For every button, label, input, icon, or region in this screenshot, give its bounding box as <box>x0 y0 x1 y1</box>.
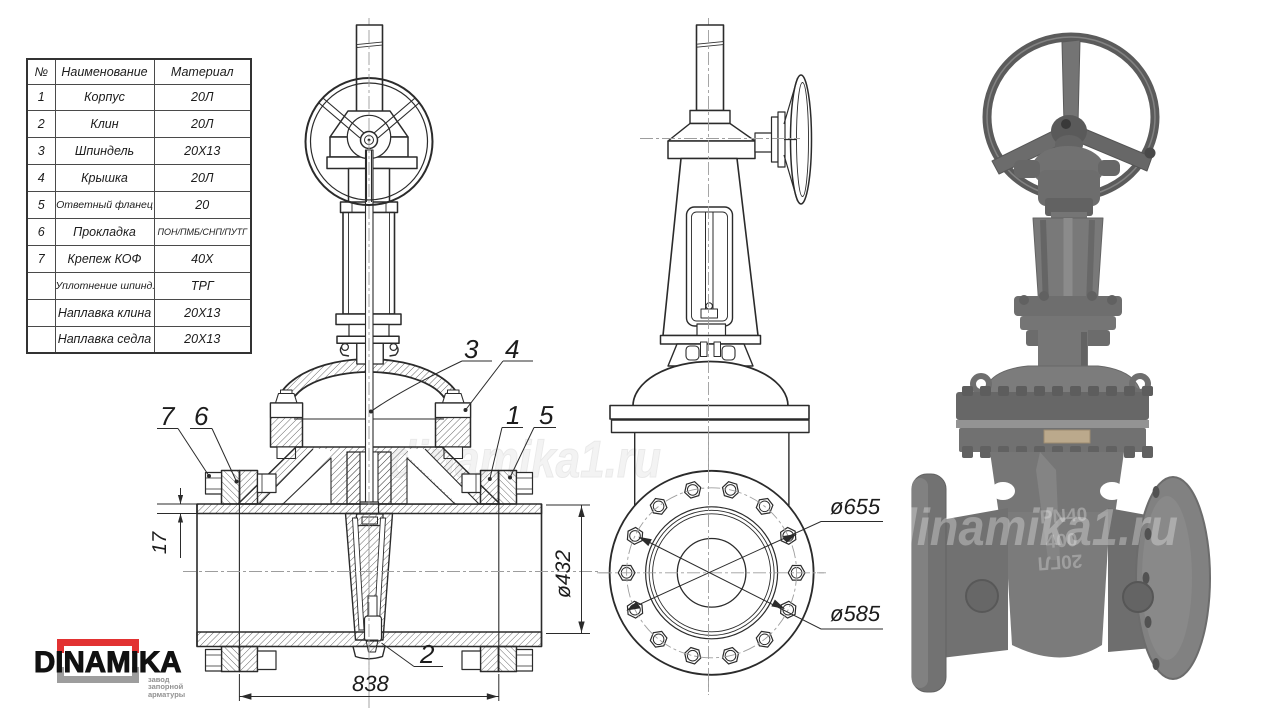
svg-text:dinamika1.ru: dinamika1.ru <box>888 499 1178 557</box>
svg-text:ø655: ø655 <box>830 494 881 519</box>
svg-text:400: 400 <box>1045 530 1078 553</box>
svg-text:2: 2 <box>419 639 435 669</box>
svg-text:7: 7 <box>160 401 176 431</box>
svg-text:5: 5 <box>539 400 554 430</box>
svg-text:ø585: ø585 <box>830 601 881 626</box>
svg-text:838: 838 <box>352 671 389 696</box>
svg-text:6: 6 <box>194 401 209 431</box>
svg-text:ø432: ø432 <box>552 550 575 598</box>
svg-text:4: 4 <box>505 334 519 364</box>
svg-text:3: 3 <box>464 334 479 364</box>
svg-text:1: 1 <box>506 400 520 430</box>
svg-text:20ГЛ: 20ГЛ <box>1037 549 1083 573</box>
svg-text:PN40: PN40 <box>1039 504 1088 528</box>
svg-text:17: 17 <box>149 531 171 554</box>
